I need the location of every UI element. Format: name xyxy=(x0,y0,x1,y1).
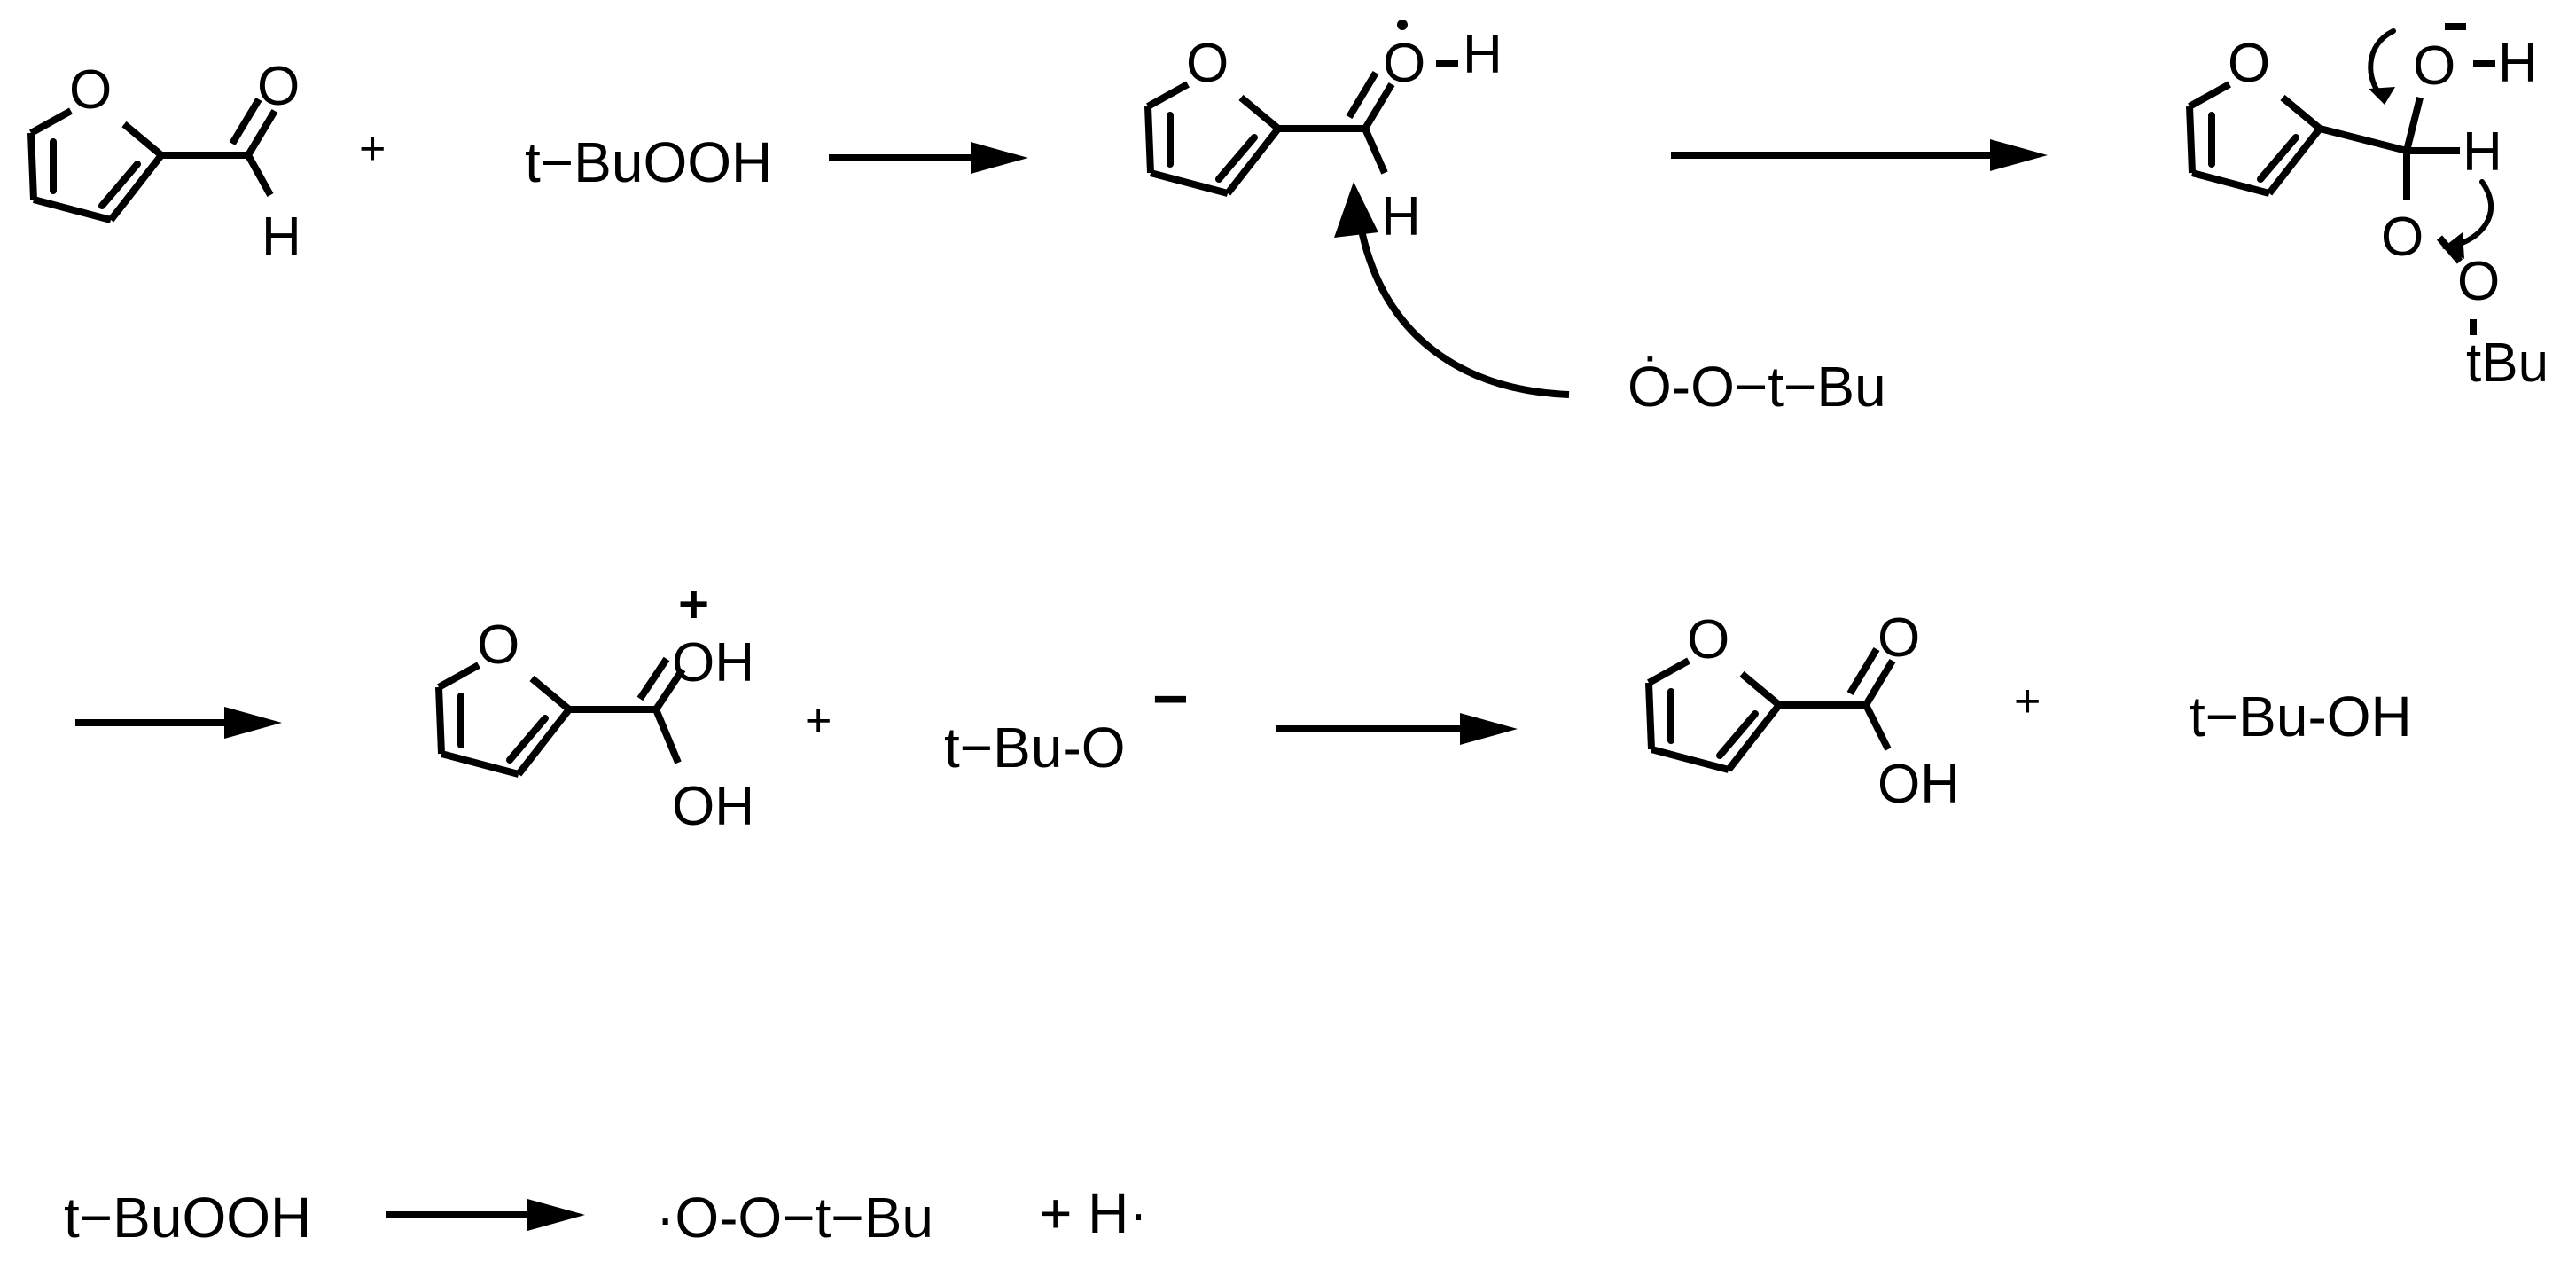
furan-oxygen-label: O xyxy=(1687,609,1729,670)
reaction-arrow xyxy=(1276,713,1518,745)
tbuooh-reagent: t−BuOOH xyxy=(525,130,772,194)
tert-butoxide-anion: t−Bu‑O − xyxy=(944,664,1189,779)
furan-oxygen-label: O xyxy=(69,59,112,121)
furan-oxygen-label: O xyxy=(2228,33,2270,94)
tbuooh-reagent: t−BuOOH xyxy=(64,1186,311,1249)
hydroxyl-label: OH xyxy=(672,776,754,837)
reaction-arrow xyxy=(1671,139,2048,171)
peroxy-oxygen-2-label: O xyxy=(2457,251,2500,312)
curved-attack-arrow xyxy=(1334,182,1570,398)
reaction-arrow xyxy=(386,1199,585,1231)
carbonyl-oxygen-label: O xyxy=(257,56,300,117)
hydroxyl-label: OH xyxy=(1877,754,1960,815)
protonated-furoic-acid: O OH OH + xyxy=(435,575,754,837)
oxonium-oxygen-label: O xyxy=(1383,33,1425,94)
carbonyl-oxygen-label: O xyxy=(1877,607,1920,669)
furfural-molecule: O O H xyxy=(27,56,301,268)
negative-charge: − xyxy=(1152,664,1189,733)
furoic-acid-product: O O OH xyxy=(1645,607,1960,815)
aldehyde-hydrogen-label: H xyxy=(262,207,301,268)
migrating-hydrogen-label: H xyxy=(2463,121,2502,183)
reaction-arrow xyxy=(829,142,1028,174)
tert-butoxide-label: t−Bu‑O xyxy=(944,716,1126,779)
aldehyde-radical-intermediate: O O H H xyxy=(1144,20,1503,247)
tert-butyl-label: tBu xyxy=(2466,333,2549,394)
oxonium-hydroxyl-label: OH xyxy=(672,632,754,693)
hydrogen-radical: + H· xyxy=(1039,1181,1148,1245)
peroxy-oxygen-1-label: O xyxy=(2381,207,2424,268)
hydroxyl-hydrogen-label: H xyxy=(2498,33,2538,94)
tert-butylperoxyl-radical: Ȯ‑O−t−Bu xyxy=(1628,355,1886,419)
reaction-arrow xyxy=(75,707,282,739)
hydroxyl-hydrogen-label: H xyxy=(1463,24,1503,85)
peroxy-adduct-intermediate: O O H H O O tBu xyxy=(2186,23,2549,394)
tert-butanol-product: t−Bu‑OH xyxy=(2190,685,2412,748)
plus-sign: + xyxy=(805,695,831,747)
plus-sign: + xyxy=(2014,676,2041,727)
tert-butylperoxyl-radical: ·O‑O−t−Bu xyxy=(656,1186,933,1249)
furan-oxygen-label: O xyxy=(477,615,519,676)
aldehyde-hydrogen-label: H xyxy=(1381,186,1421,247)
plus-sign: + xyxy=(359,123,386,175)
positive-charge: + xyxy=(678,575,709,634)
alkoxide-oxygen-label: O xyxy=(2413,35,2455,97)
furan-oxygen-label: O xyxy=(1186,33,1229,94)
